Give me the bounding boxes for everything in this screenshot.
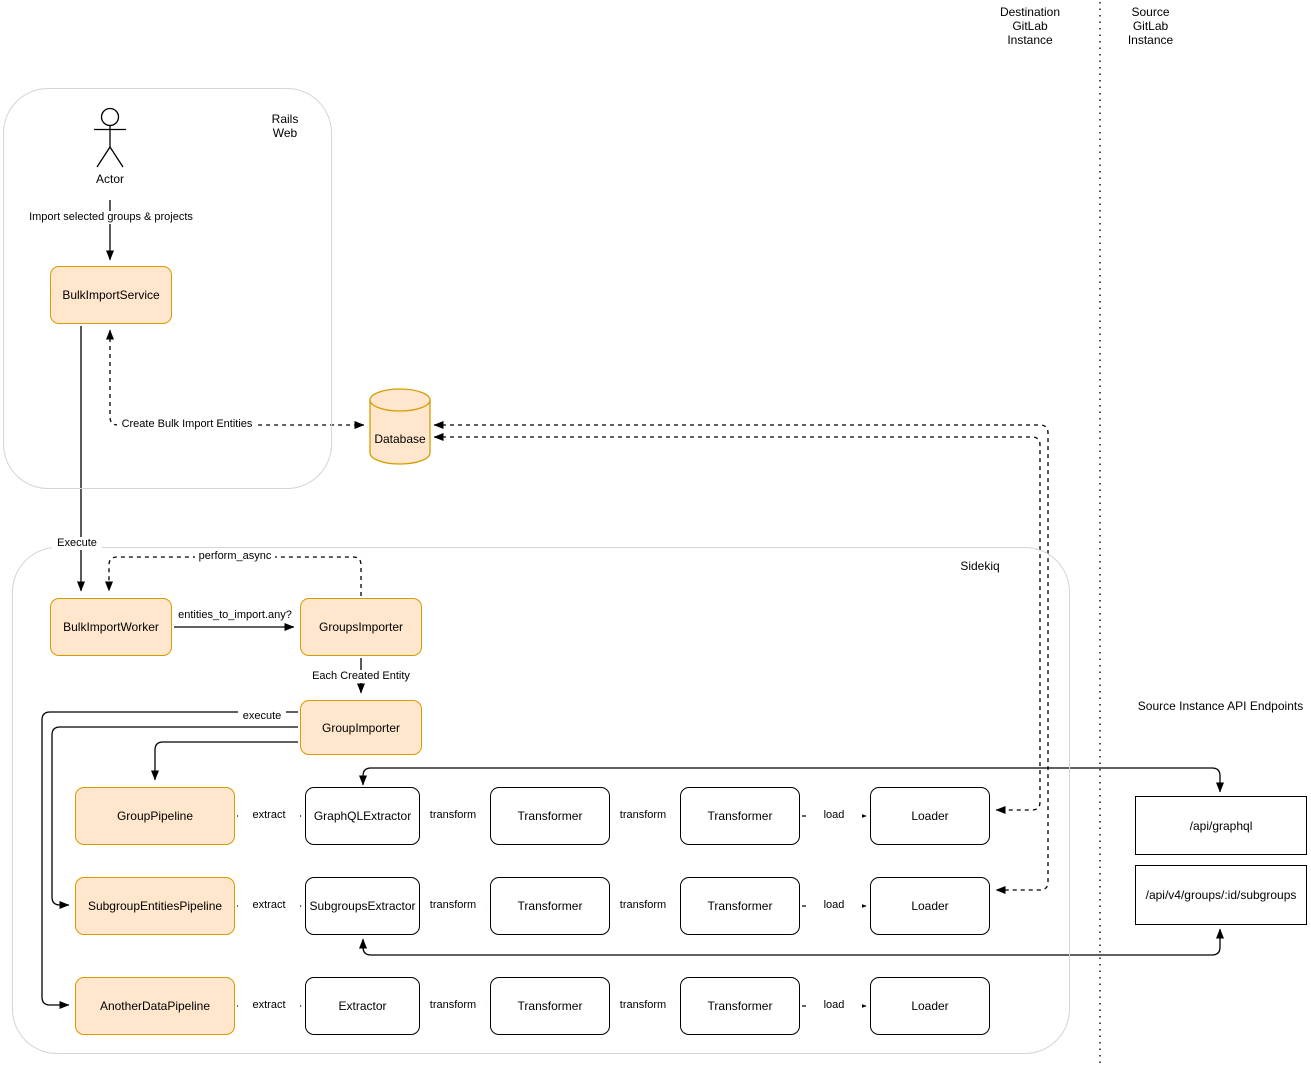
edge-label-create-entities: Create Bulk Import Entities: [117, 418, 257, 431]
node-r3-transformer-2: Transformer: [680, 977, 800, 1035]
node-bulk-import-service: BulkImportService: [50, 266, 172, 324]
connector-db-loader-row1-dashed: [433, 433, 1041, 814]
connector-execute-subgroupentitiespipeline: [51, 726, 298, 909]
container-sidekiq: [12, 547, 1070, 1054]
edge-label-r1-extract: extract: [238, 809, 300, 822]
edge-label-r3-transform-1: transform: [420, 999, 486, 1012]
edge-label-r1-load: load: [806, 809, 862, 822]
edge-label-execute-pipeline: execute: [238, 710, 286, 723]
edge-label-perform-async: perform_async: [195, 550, 275, 563]
container-sidekiq-label: Sidekiq: [960, 559, 1000, 573]
node-groups-importer: GroupsImporter: [300, 598, 422, 656]
edge-label-r3-load: load: [806, 999, 862, 1012]
connector-execute-anotherdatapipeline: [41, 711, 298, 1009]
edge-label-r1-transform-2: transform: [610, 809, 676, 822]
actor-icon: [94, 107, 126, 168]
edge-label-execute: Execute: [52, 537, 102, 550]
edge-label-r2-load: load: [806, 899, 862, 912]
node-r1-transformer-2: Transformer: [680, 787, 800, 845]
database-cylinder: [369, 388, 431, 465]
api-endpoints-title: Source Instance API Endpoints: [1137, 699, 1304, 713]
edge-label-each-created-entity: Each Created Entity: [306, 670, 416, 683]
edge-label-r1-transform-1: transform: [420, 809, 486, 822]
edge-label-entities-any: entities_to_import.any?: [172, 609, 298, 622]
node-api-graphql: /api/graphql: [1135, 796, 1307, 855]
node-r2-transformer-2: Transformer: [680, 877, 800, 935]
edge-label-r2-extract: extract: [238, 899, 300, 912]
actor-label: Actor: [95, 172, 124, 186]
node-subgroup-entities-pipeline: SubgroupEntitiesPipeline: [75, 877, 235, 935]
edge-label-r3-transform-2: transform: [610, 999, 676, 1012]
node-r1-transformer-1: Transformer: [490, 787, 610, 845]
node-r1-loader: Loader: [870, 787, 990, 845]
node-subgroups-extractor: SubgroupsExtractor: [305, 877, 420, 935]
edge-label-r2-transform-2: transform: [610, 899, 676, 912]
edge-label-r3-extract: extract: [238, 999, 300, 1012]
edge-label-import-selected: Import selected groups & projects: [24, 211, 198, 224]
connector-execute-grouppipeline: [151, 741, 298, 781]
connector-subgroupsextractor-api-subgroups: [359, 928, 1224, 956]
node-group-importer: GroupImporter: [300, 700, 422, 755]
node-graphql-extractor: GraphQLExtractor: [305, 787, 420, 845]
node-r2-loader: Loader: [870, 877, 990, 935]
node-r2-transformer-1: Transformer: [490, 877, 610, 935]
lane-label-source: Source GitLab Instance: [1127, 5, 1174, 47]
node-r3-loader: Loader: [870, 977, 990, 1035]
edge-label-r2-transform-1: transform: [420, 899, 486, 912]
lane-label-destination: Destination GitLab Instance: [999, 5, 1061, 47]
node-database-label: Database: [374, 432, 426, 446]
container-rails-web: [3, 88, 332, 489]
connector-db-loader-row2-dashed: [433, 421, 1049, 894]
node-another-data-pipeline: AnotherDataPipeline: [75, 977, 235, 1035]
container-rails-web-label: Rails Web: [271, 112, 299, 140]
node-api-subgroups: /api/v4/groups/:id/subgroups: [1135, 865, 1307, 925]
node-extractor: Extractor: [305, 977, 420, 1035]
node-r3-transformer-1: Transformer: [490, 977, 610, 1035]
node-group-pipeline: GroupPipeline: [75, 787, 235, 845]
node-bulk-import-worker: BulkImportWorker: [50, 598, 172, 656]
